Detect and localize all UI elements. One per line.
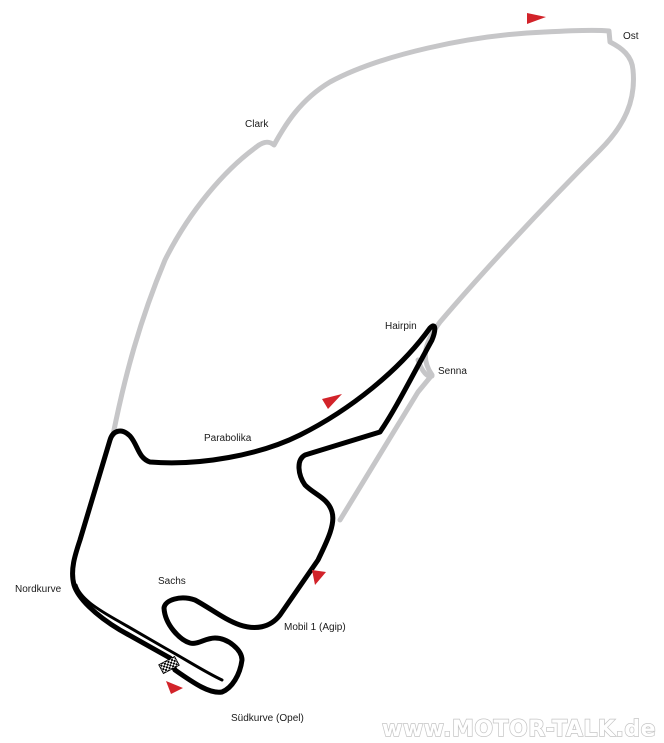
- corner-label-sachs: Sachs: [158, 576, 186, 587]
- direction-arrow-icon-start: [166, 681, 183, 694]
- current-circuit-layout: [70, 323, 438, 695]
- corner-label-nordkurve: Nordkurve: [15, 584, 62, 595]
- watermark-text: www.MOTOR-TALK.de: [382, 717, 656, 742]
- corner-label-parabolika: Parabolika: [204, 433, 252, 444]
- pit-lane: [74, 583, 224, 682]
- direction-arrow-icon-mobil1: [312, 570, 326, 585]
- corner-label-hairpin: Hairpin: [385, 321, 417, 332]
- direction-arrow-icon-parabolika: [322, 394, 342, 409]
- corner-label-ost: Ost: [623, 31, 639, 42]
- corner-label-senna: Senna: [438, 366, 467, 377]
- old-circuit-layout: [110, 27, 636, 523]
- corner-label-clark: Clark: [245, 119, 269, 130]
- corner-label-mobil1: Mobil 1 (Agip): [284, 622, 346, 633]
- direction-arrow-icon-top: [527, 13, 546, 24]
- checkered-flag-icon: [158, 655, 180, 675]
- corner-label-suedkurve: Südkurve (Opel): [231, 713, 304, 724]
